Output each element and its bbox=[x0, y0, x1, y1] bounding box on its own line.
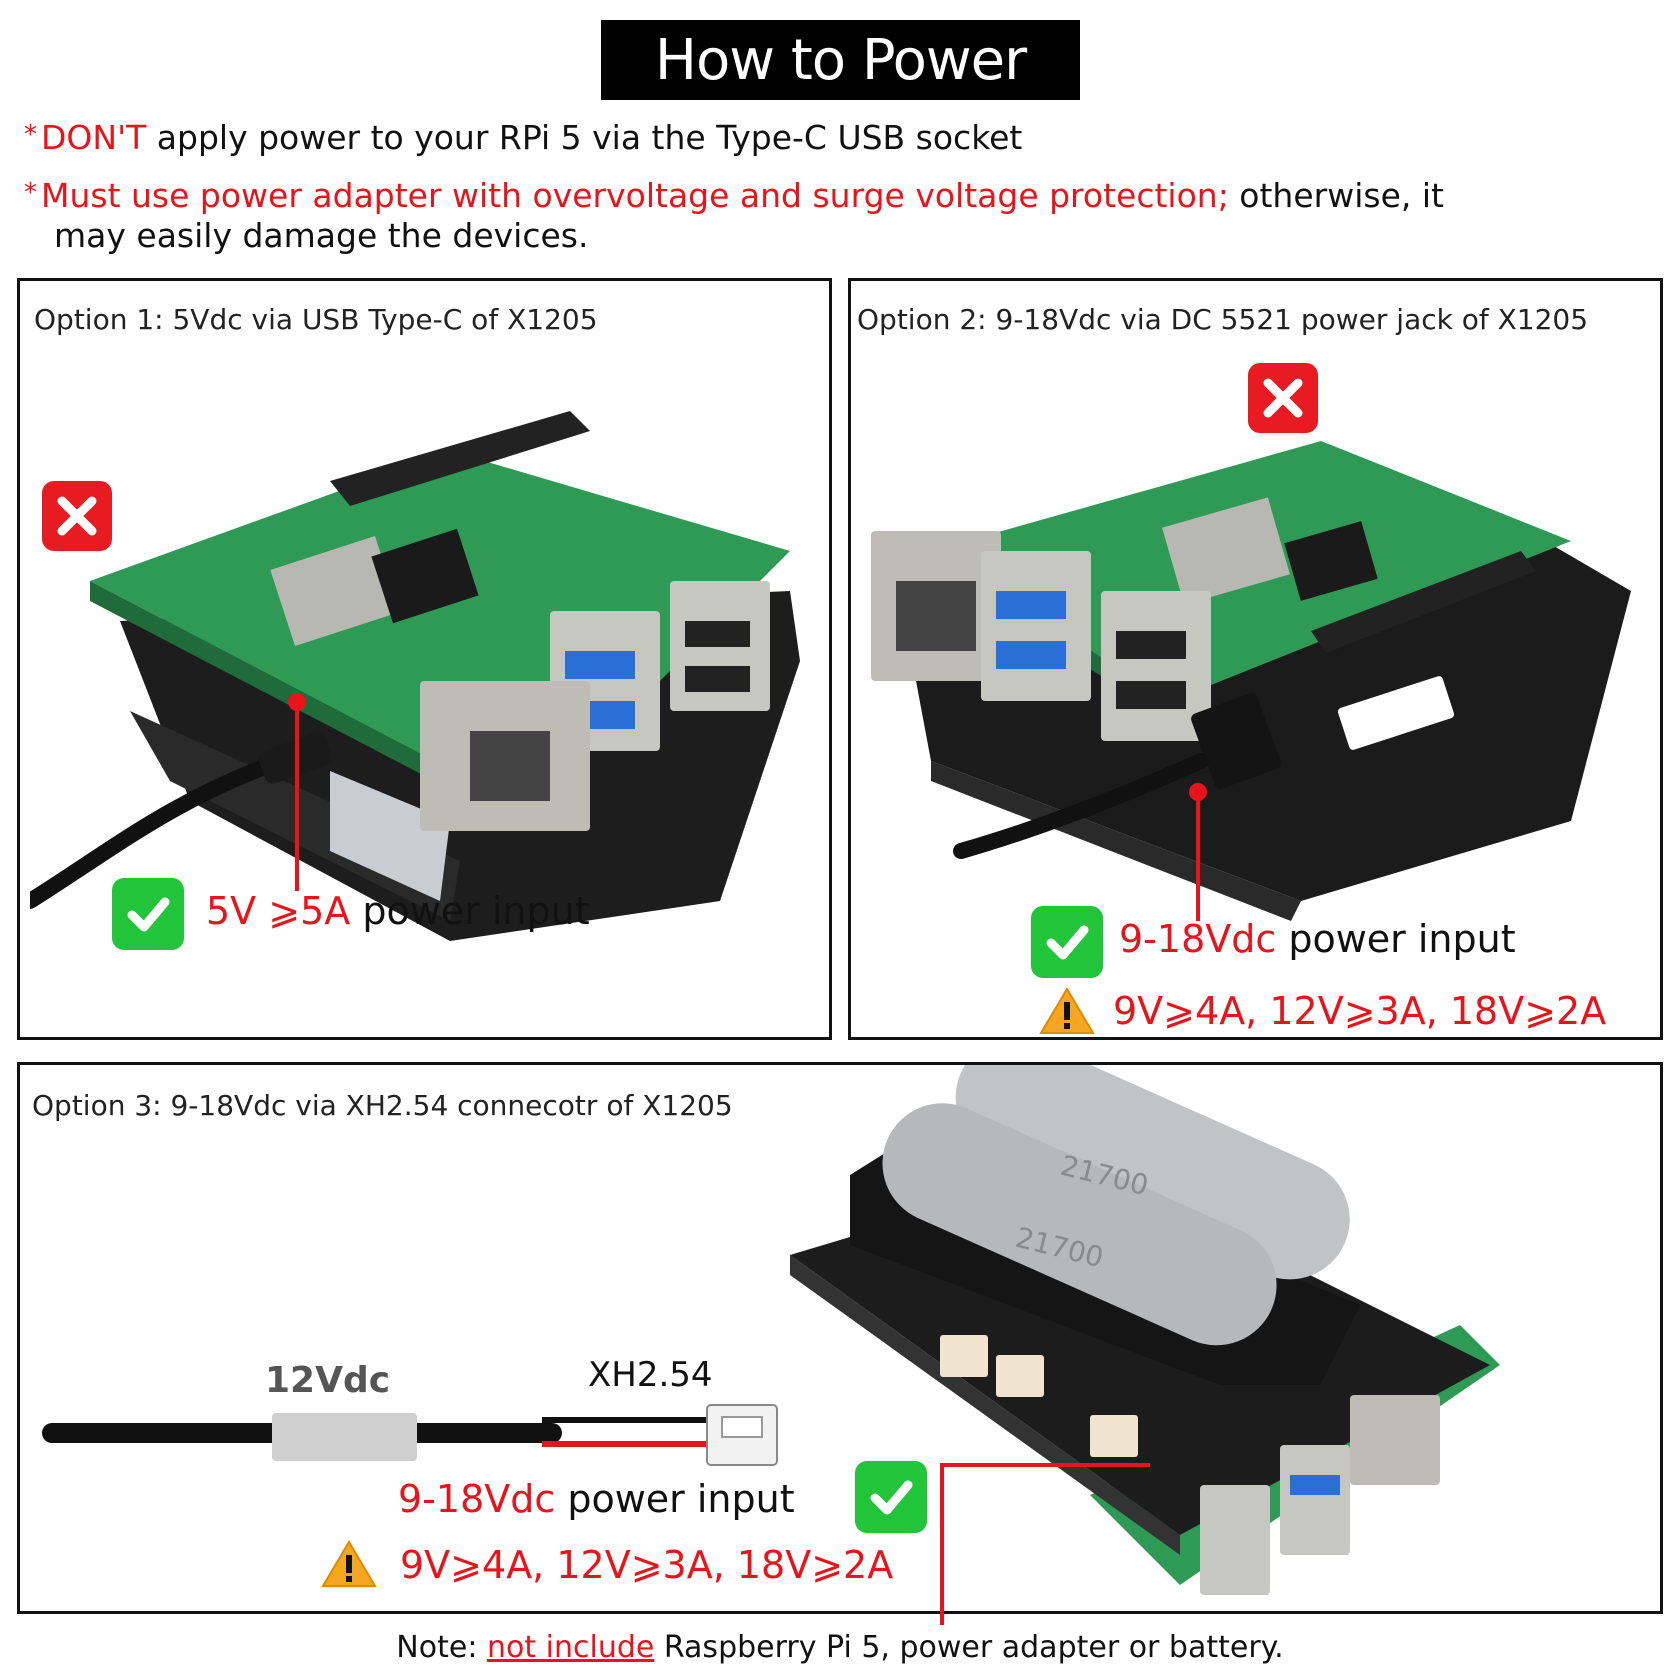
note-prefix: Note: bbox=[396, 1630, 487, 1665]
option-2-voltage: 9-18Vdc bbox=[1119, 917, 1277, 961]
warning-2: *Must use power adapter with overvoltage… bbox=[24, 176, 1444, 215]
close-icon bbox=[57, 496, 97, 536]
cable-tag: 12Vdc bbox=[265, 1360, 391, 1401]
option-1-voltage: 5V ⩾5A bbox=[206, 889, 351, 933]
recommended-badge bbox=[112, 878, 184, 950]
callout-dot bbox=[1189, 783, 1207, 801]
callout-line-horizontal bbox=[940, 1463, 1150, 1467]
option-2-panel: Option 2: 9-18Vdc via DC 5521 power jack… bbox=[848, 278, 1663, 1040]
note-highlight: not include bbox=[486, 1630, 655, 1665]
x1205-battery-illustration bbox=[790, 1065, 1500, 1595]
check-icon bbox=[127, 897, 170, 932]
callout-dot bbox=[288, 693, 306, 711]
xh254-cable-illustration bbox=[42, 1404, 778, 1466]
warning-triangle-icon bbox=[1039, 987, 1095, 1034]
option-2-power-text: power input bbox=[1276, 917, 1516, 961]
check-icon bbox=[1046, 925, 1089, 960]
option-3-panel: Option 3: 9-18Vdc via XH2.54 connecotr o… bbox=[17, 1062, 1663, 1625]
bullet-star: * bbox=[24, 120, 37, 150]
page-title: How to Power bbox=[601, 20, 1080, 100]
warning-triangle-icon bbox=[321, 1540, 377, 1587]
not-recommended-badge bbox=[1248, 363, 1318, 433]
rpi5-on-x1205-illustration-2 bbox=[871, 441, 1631, 921]
footer-note: Note: not include Raspberry Pi 5, power … bbox=[0, 1630, 1680, 1665]
option-2-label: Option 2: 9-18Vdc via DC 5521 power jack… bbox=[857, 303, 1589, 336]
option-2-current-requirements: 9V⩾4A, 12V⩾3A, 18V⩾2A bbox=[1113, 989, 1607, 1033]
warning-1: *DON'T apply power to your RPi 5 via the… bbox=[24, 118, 1022, 157]
connector-label: XH2.54 bbox=[588, 1355, 713, 1395]
check-icon bbox=[870, 1480, 913, 1515]
warning-1-text: apply power to your RPi 5 via the Type-C… bbox=[146, 118, 1023, 157]
warning-2-line-2: may easily damage the devices. bbox=[54, 216, 589, 255]
option-1-power-text: power input bbox=[350, 889, 590, 933]
recommended-badge bbox=[855, 1461, 927, 1533]
option-1-power-spec: 5V ⩾5A power input bbox=[206, 889, 590, 933]
option-3-power-text: power input bbox=[555, 1477, 795, 1521]
option-3-label: Option 3: 9-18Vdc via XH2.54 connecotr o… bbox=[32, 1089, 733, 1122]
warning-2-text: otherwise, it bbox=[1228, 176, 1444, 215]
recommended-badge bbox=[1031, 906, 1103, 978]
option-3-power-spec: 9-18Vdc power input bbox=[398, 1477, 795, 1521]
warning-2-emphasis: Must use power adapter with overvoltage … bbox=[41, 176, 1229, 215]
note-text: Raspberry Pi 5, power adapter or battery… bbox=[654, 1630, 1284, 1665]
callout-line bbox=[295, 701, 299, 891]
bullet-star: * bbox=[24, 178, 37, 208]
rpi5-on-x1205-illustration-1 bbox=[30, 411, 800, 941]
not-recommended-badge bbox=[42, 481, 112, 551]
option-1-label: Option 1: 5Vdc via USB Type-C of X1205 bbox=[34, 303, 598, 336]
option-3-voltage: 9-18Vdc bbox=[398, 1477, 556, 1521]
option-3-current-requirements: 9V⩾4A, 12V⩾3A, 18V⩾2A bbox=[400, 1543, 894, 1587]
warning-1-emphasis: DON'T bbox=[41, 118, 147, 157]
callout-line bbox=[1196, 791, 1200, 921]
callout-line bbox=[940, 1463, 944, 1625]
close-icon bbox=[1263, 378, 1303, 418]
option-1-panel: Option 1: 5Vdc via USB Type-C of X1205 bbox=[17, 278, 832, 1040]
option-2-power-spec: 9-18Vdc power input bbox=[1119, 917, 1516, 961]
